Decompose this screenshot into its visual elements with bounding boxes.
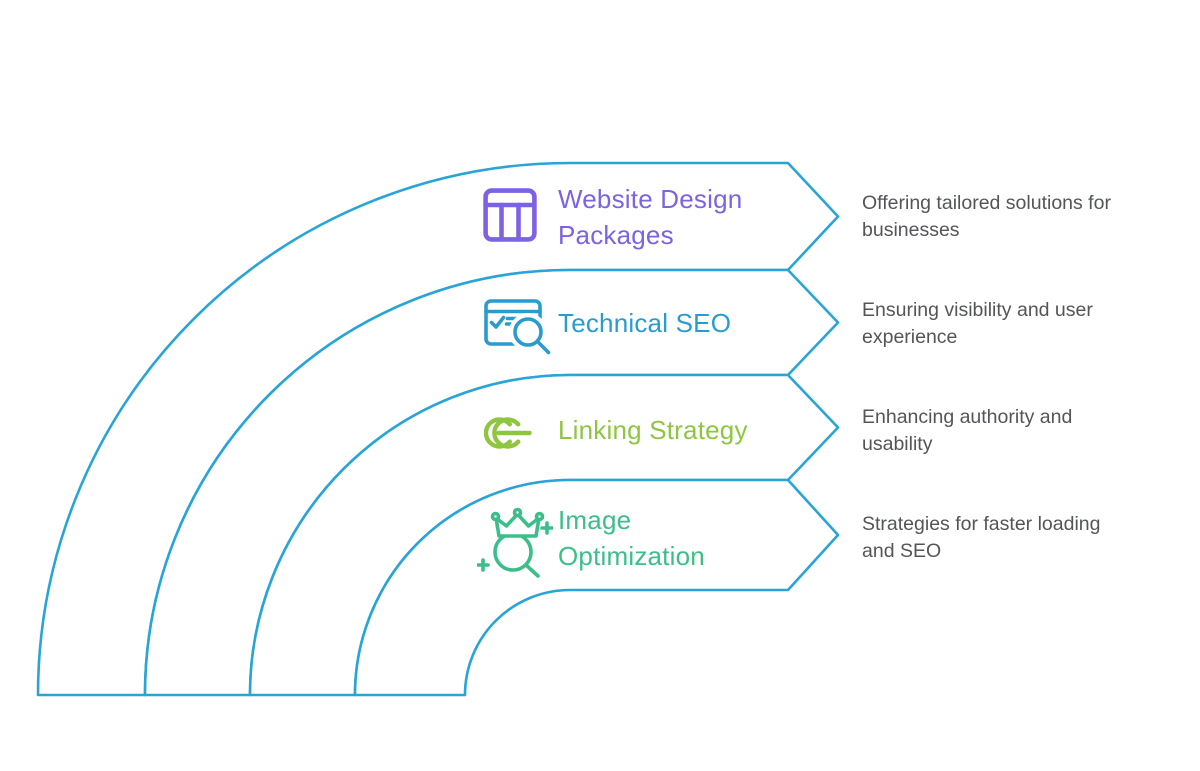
- item-title-linking-strategy: Linking Strategy: [558, 415, 748, 445]
- item-title-website-design-packages: Website Design Packages: [558, 184, 743, 250]
- item-description-technical-seo: Ensuring visibility and user experience: [862, 299, 1093, 348]
- item-description-website-design-packages: Offering tailored solutions for business…: [862, 192, 1111, 241]
- item-description-image-optimization: Strategies for faster loading and SEO: [862, 513, 1101, 562]
- chain-links-icon: [484, 415, 544, 451]
- layout-columns-icon: [483, 188, 537, 242]
- band-image-optimization: [353, 478, 840, 697]
- item-title-technical-seo: Technical SEO: [558, 308, 732, 338]
- item-title-image-optimization: Image Optimization: [558, 505, 705, 571]
- item-description-linking-strategy: Enhancing authority and usability: [862, 406, 1073, 455]
- crown-magnifier-icon: [477, 505, 553, 579]
- browser-audit-search-icon: [484, 299, 552, 357]
